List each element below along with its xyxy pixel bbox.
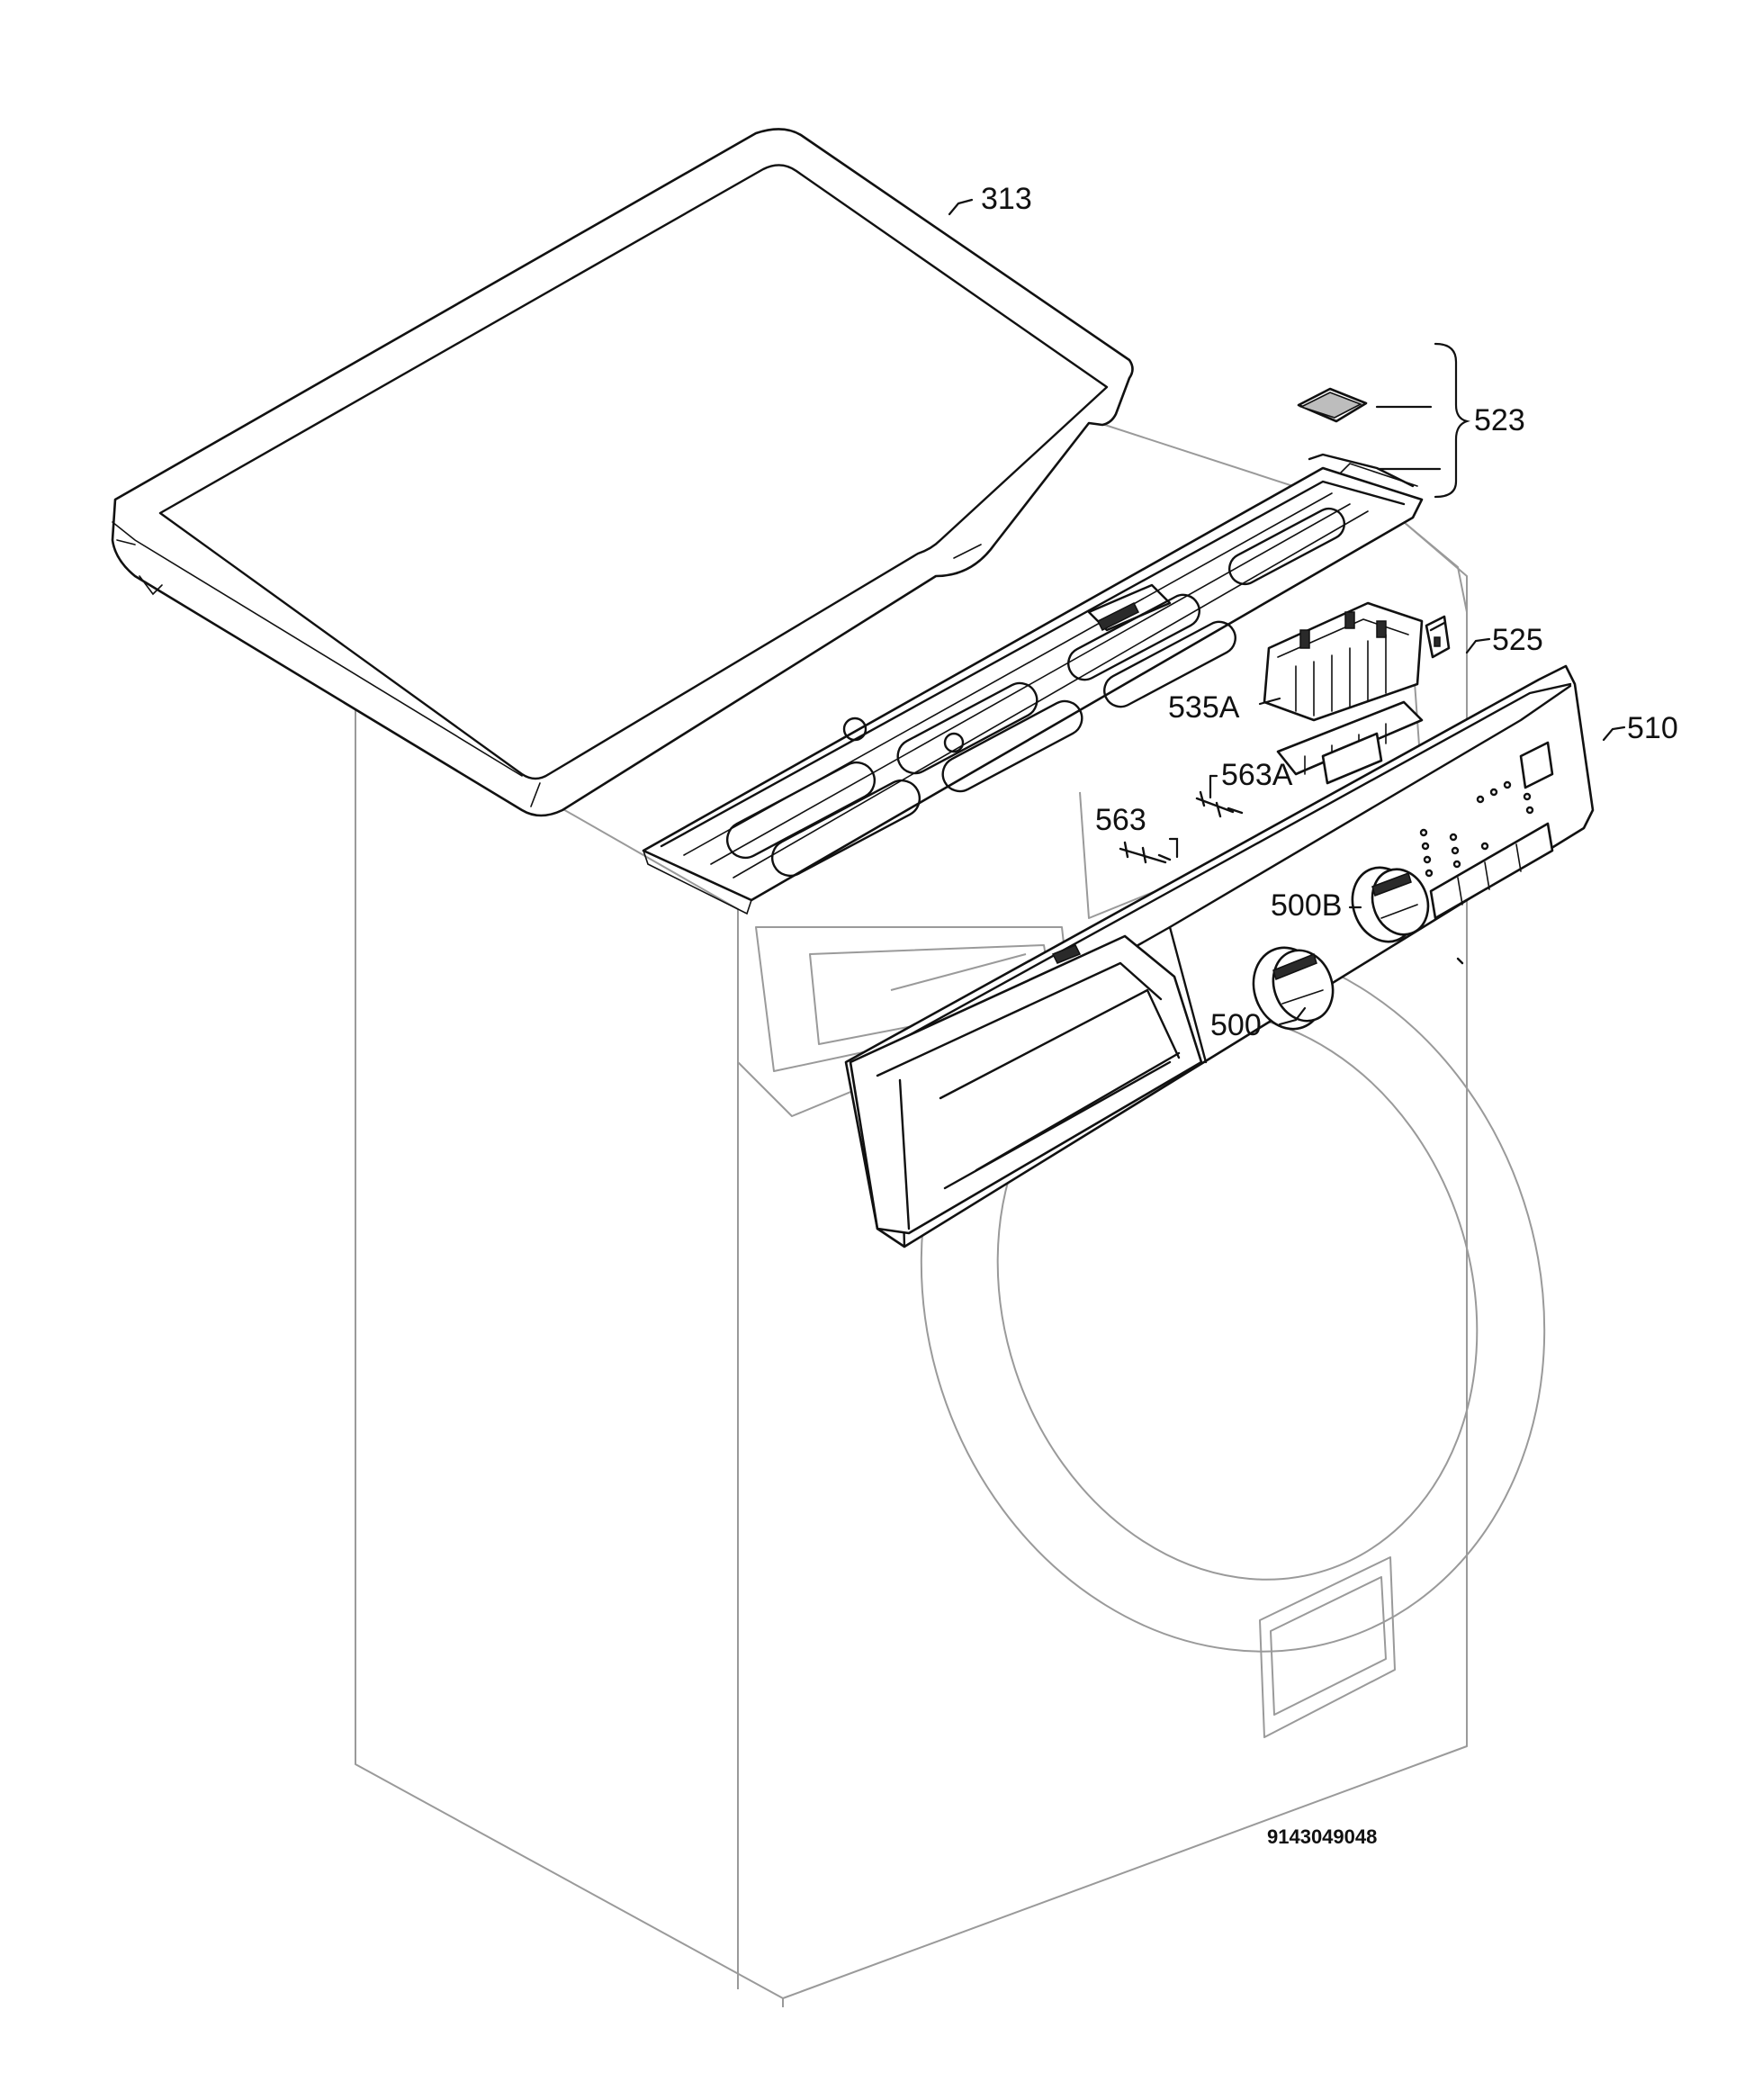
pin-563A: [1195, 790, 1244, 818]
callout-523: 523: [1474, 403, 1525, 437]
top-lid-313: [111, 128, 1134, 817]
callout-500: 500: [1210, 1008, 1262, 1042]
top-frame-rail: [642, 463, 1424, 915]
callout-313: 313: [981, 182, 1032, 216]
callout-510: 510: [1627, 711, 1678, 745]
reference-number: 9143049048: [1267, 1825, 1377, 1848]
callout-563: 563: [1095, 803, 1146, 837]
callout-leaders: [948, 198, 1626, 1026]
callout-labels: 313 523 525 535A 510 563A 563 500B 500 9…: [981, 182, 1678, 1848]
callout-535A: 535A: [1168, 690, 1240, 725]
electronic-module-525: [1425, 615, 1451, 659]
callout-563A: 563A: [1221, 758, 1293, 792]
control-panel-510: [844, 664, 1595, 1248]
callout-525: 525: [1492, 623, 1543, 657]
electronic-board-535A: [1263, 601, 1424, 785]
knob-500B: [1351, 866, 1430, 943]
cap-523: [1297, 387, 1415, 488]
pin-563: [1119, 841, 1172, 864]
callout-500B: 500B: [1271, 888, 1342, 923]
knob-500: [1252, 946, 1335, 1031]
